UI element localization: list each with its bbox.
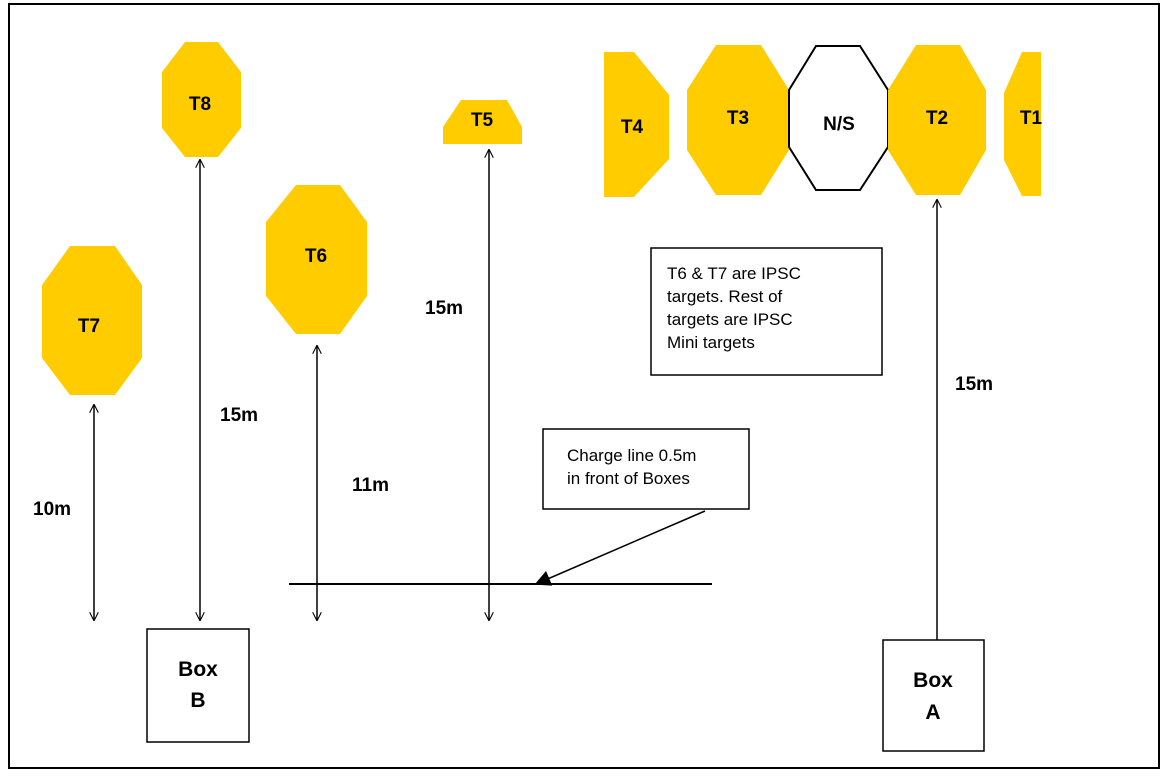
distance-label-t2: 15m: [955, 374, 993, 395]
target-t7-shape: [42, 246, 142, 395]
shooting-box-b: Box B: [146, 628, 250, 743]
target-t1: T1: [1004, 52, 1043, 196]
target-t5-label: T5: [471, 110, 494, 131]
no-shoot-label: N/S: [823, 114, 855, 135]
target-t4-shape: [604, 52, 669, 197]
shooting-box-b-label-line-2: B: [190, 689, 205, 712]
target-t6: T6: [266, 185, 367, 334]
shooting-box-b-label-line-1: Box: [178, 658, 218, 681]
shooting-box-a-outline: [882, 639, 985, 752]
target-t4-label: T4: [621, 117, 644, 138]
shooting-box-a: Box A: [882, 639, 985, 752]
distance-label-t5: 15m: [425, 298, 463, 319]
shooting-box-a-label-line-2: A: [925, 701, 940, 724]
target-t5: T5: [443, 100, 522, 144]
charge-line-pointer: [534, 510, 706, 586]
charge-line-note-line-1: Charge line 0.5m: [567, 446, 696, 465]
target-t6-label: T6: [305, 246, 327, 267]
target-t2: T2: [888, 45, 986, 195]
no-shoot-shape: [788, 45, 889, 191]
target-t3-shape: [687, 45, 789, 195]
target-t8-label: T8: [189, 94, 211, 115]
target-t1-shape: [1004, 52, 1041, 196]
distance-label-t7: 10m: [33, 499, 71, 520]
target-types-note-line-4: Mini targets: [667, 333, 755, 352]
target-types-note-line-3: targets are IPSC: [667, 310, 793, 329]
target-t7: T7: [42, 246, 142, 395]
target-t4: T4: [604, 52, 669, 197]
target-types-note: T6 & T7 are IPSC targets. Rest of target…: [650, 247, 883, 376]
target-t8: T8: [162, 42, 241, 157]
charge-line-callout-box: [542, 428, 750, 510]
distance-label-t8: 15m: [220, 405, 258, 426]
target-types-note-line-2: targets. Rest of: [667, 287, 783, 306]
shooting-box-a-label-line-1: Box: [913, 669, 953, 692]
target-t2-shape: [888, 45, 986, 195]
target-t7-label: T7: [78, 316, 100, 337]
target-t3-label: T3: [727, 108, 749, 129]
target-t2-label: T2: [926, 108, 948, 129]
target-t3: T3: [687, 45, 789, 195]
target-t8-shape: [162, 42, 241, 157]
charge-line-callout: Charge line 0.5m in front of Boxes: [542, 428, 750, 510]
charge-line-note-line-2: in front of Boxes: [567, 469, 690, 488]
target-types-note-line-1: T6 & T7 are IPSC: [667, 264, 801, 283]
target-t5-shape: [443, 100, 522, 144]
target-t1-label: T1: [1020, 108, 1043, 129]
target-types-note-box: [650, 247, 883, 376]
shooting-box-b-outline: [146, 628, 250, 743]
target-t6-shape: [266, 185, 367, 334]
no-shoot-target: N/S: [788, 45, 889, 191]
distance-label-t6: 11m: [352, 475, 389, 496]
